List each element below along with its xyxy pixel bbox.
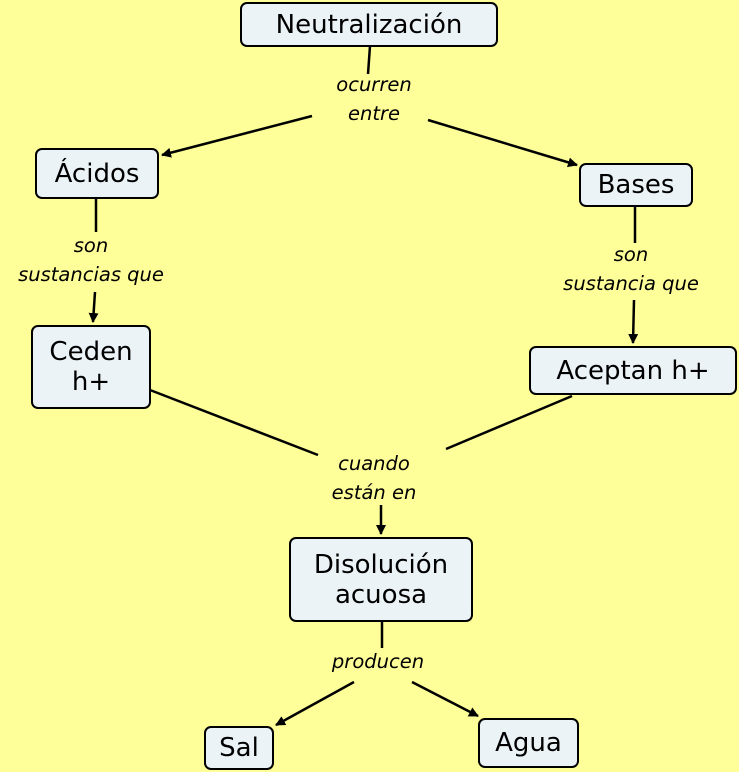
concept-disolucion-line2: acuosa xyxy=(334,579,428,610)
concept-disolucion-line1: Disolución xyxy=(313,549,449,580)
link-text: sustancia que xyxy=(563,272,699,295)
arrow-to-ceden xyxy=(88,291,99,323)
arrow-to-agua xyxy=(411,680,479,718)
arrow-to-sal xyxy=(275,680,355,727)
concept-sal[interactable]: Sal xyxy=(204,726,274,770)
concept-ceden[interactable]: Ceden h+ xyxy=(31,325,151,409)
concept-ceden-line2: h+ xyxy=(71,367,111,397)
arrow-to-bases xyxy=(427,118,578,168)
concept-neutralizacion[interactable]: Neutralización xyxy=(240,2,498,47)
line-neutralizacion-ocurren xyxy=(366,45,372,75)
concept-disolucion[interactable]: Disolución acuosa xyxy=(289,537,473,622)
link-text: ocurren xyxy=(336,73,412,96)
concept-ceden-line1: Ceden xyxy=(49,337,133,367)
link-text: son xyxy=(613,243,649,266)
concept-bases[interactable]: Bases xyxy=(579,163,693,207)
link-son-sustancia-que: son sustancia que xyxy=(563,240,699,298)
link-text: están en xyxy=(331,481,417,504)
link-text: entre xyxy=(347,102,401,125)
link-text: producen xyxy=(331,650,425,673)
line-ceden-cuando xyxy=(149,388,319,457)
link-text: cuando xyxy=(338,452,410,475)
link-producen: producen xyxy=(332,647,424,676)
concept-aceptan[interactable]: Aceptan h+ xyxy=(529,346,737,395)
arrow-to-aceptan xyxy=(628,299,639,344)
link-text: son xyxy=(73,234,109,257)
link-son-sustancias-que: son sustancias que xyxy=(18,231,164,289)
line-aceptan-cuando xyxy=(445,394,573,451)
arrow-to-acidos xyxy=(161,114,313,158)
link-cuando-estan-en: cuando están en xyxy=(332,449,417,507)
concept-acidos[interactable]: Ácidos xyxy=(35,148,159,199)
concept-agua[interactable]: Agua xyxy=(478,718,579,768)
link-ocurren-entre: ocurren entre xyxy=(336,70,411,128)
link-text: sustancias que xyxy=(18,263,164,286)
